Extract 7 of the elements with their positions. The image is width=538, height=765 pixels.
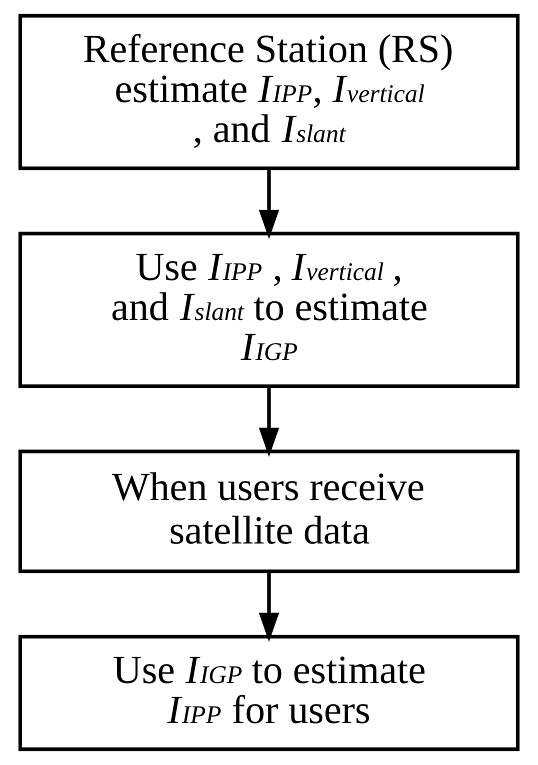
arrow [258,386,280,457]
node-box: Use IIPP , Ivertical , and Islant to estimate IIGP [18,232,520,388]
arrow [258,168,280,240]
arrow [258,571,280,642]
node-box: When users receive satellite data [18,450,520,574]
node-box: Reference Station (RS) estimate IIPP, Ivertical , and Islant [18,14,520,170]
node-box: Use IIGP to estimate IIPP for users [18,634,520,752]
